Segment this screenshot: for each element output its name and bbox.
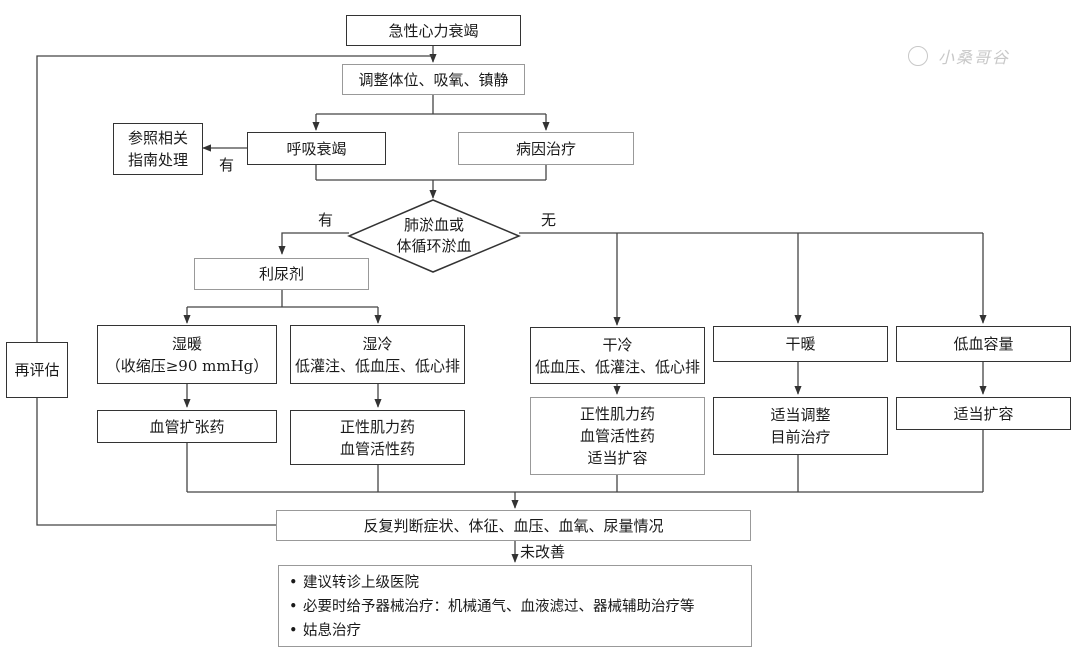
etiology-box: 病因治疗 [458, 132, 634, 165]
final-item-text: 必要时给予器械治疗：机械通气、血液滤过、器械辅助治疗等 [303, 599, 695, 615]
bullet-mark: • [289, 623, 298, 639]
seal-icon [908, 46, 928, 66]
final-actions-box: • 建议转诊上级医院 • 必要时给予器械治疗：机械通气、血液滤过、器械辅助治疗等… [278, 565, 752, 647]
start-label: 急性心力衰竭 [388, 21, 479, 40]
dry-cold-detail: 低血压、低灌注、低心排 [534, 357, 700, 376]
reassess-box: 再评估 [6, 342, 68, 398]
decision-line-1: 肺淤血或 [403, 216, 464, 234]
guideline-line-1: 参照相关 [127, 129, 188, 147]
wet-cold-title: 湿冷 [362, 334, 393, 353]
yes-respiratory-label: 有 [219, 156, 235, 174]
start-box: 急性心力衰竭 [346, 15, 521, 46]
bullet-mark: • [289, 575, 298, 591]
respiratory-failure-label: 呼吸衰竭 [286, 139, 347, 158]
diuretic-box: 利尿剂 [194, 258, 369, 290]
dry-cold-box: 干冷 低血压、低灌注、低心排 [530, 327, 705, 384]
dry-warm-box: 干暖 [713, 326, 888, 362]
final-item: • 姑息治疗 [289, 619, 741, 643]
not-improved-label: 未改善 [520, 543, 566, 561]
volume-expand-label: 适当扩容 [953, 404, 1014, 423]
watermark: 小桑哥谷 [908, 44, 1010, 68]
vasodilator-box: 血管扩张药 [97, 410, 277, 443]
wet-warm-detail: （收缩压≥90 mmHg） [105, 356, 269, 375]
inotrope-expand-line-2: 血管活性药 [579, 427, 655, 445]
final-item: • 建议转诊上级医院 [289, 571, 741, 595]
wet-warm-box: 湿暖 （收缩压≥90 mmHg） [97, 325, 277, 384]
wet-cold-detail: 低灌注、低血压、低心排 [294, 356, 460, 375]
wet-cold-box: 湿冷 低灌注、低血压、低心排 [290, 325, 465, 384]
repeat-evaluation-label: 反复判断症状、体征、血压、血氧、尿量情况 [363, 516, 664, 535]
adjust-current-line-2: 目前治疗 [770, 428, 831, 446]
etiology-label: 病因治疗 [515, 139, 576, 158]
inotrope-vasoactive-box: 正性肌力药 血管活性药 [290, 410, 465, 465]
inotrope-line-2: 血管活性药 [339, 439, 415, 458]
hypovolemia-box: 低血容量 [896, 326, 1071, 362]
final-item-text: 建议转诊上级医院 [303, 575, 419, 591]
diuretic-label: 利尿剂 [258, 265, 304, 283]
inotrope-line-1: 正性肌力药 [339, 417, 415, 436]
inotrope-expand-box: 正性肌力药 血管活性药 适当扩容 [530, 397, 705, 475]
reassess-label: 再评估 [14, 361, 60, 379]
congestion-decision: 肺淤血或 体循环淤血 [350, 206, 518, 266]
repeat-evaluation-box: 反复判断症状、体征、血压、血氧、尿量情况 [276, 510, 751, 541]
wet-warm-title: 湿暖 [171, 334, 202, 353]
dry-cold-title: 干冷 [602, 335, 633, 354]
guideline-box: 参照相关 指南处理 [113, 123, 203, 175]
inotrope-expand-line-1: 正性肌力药 [579, 405, 655, 423]
adjust-current-box: 适当调整 目前治疗 [713, 397, 888, 455]
respiratory-failure-box: 呼吸衰竭 [247, 132, 386, 165]
inotrope-expand-line-3: 适当扩容 [587, 449, 648, 467]
vasodilator-label: 血管扩张药 [149, 417, 225, 436]
yes-congestion-label: 有 [318, 211, 334, 229]
hypovolemia-label: 低血容量 [953, 335, 1014, 353]
dry-warm-label: 干暖 [785, 335, 816, 353]
watermark-text: 小桑哥谷 [938, 48, 1011, 67]
volume-expand-box: 适当扩容 [896, 397, 1071, 430]
guideline-line-2: 指南处理 [127, 151, 188, 169]
adjust-box: 调整体位、吸氧、镇静 [342, 64, 525, 95]
bullet-mark: • [289, 599, 298, 615]
final-item: • 必要时给予器械治疗：机械通气、血液滤过、器械辅助治疗等 [289, 595, 741, 619]
adjust-label: 调整体位、吸氧、镇静 [358, 70, 509, 89]
adjust-current-line-1: 适当调整 [770, 406, 831, 424]
final-item-text: 姑息治疗 [303, 623, 361, 639]
no-congestion-label: 无 [541, 211, 557, 229]
decision-line-2: 体循环淤血 [396, 237, 472, 255]
